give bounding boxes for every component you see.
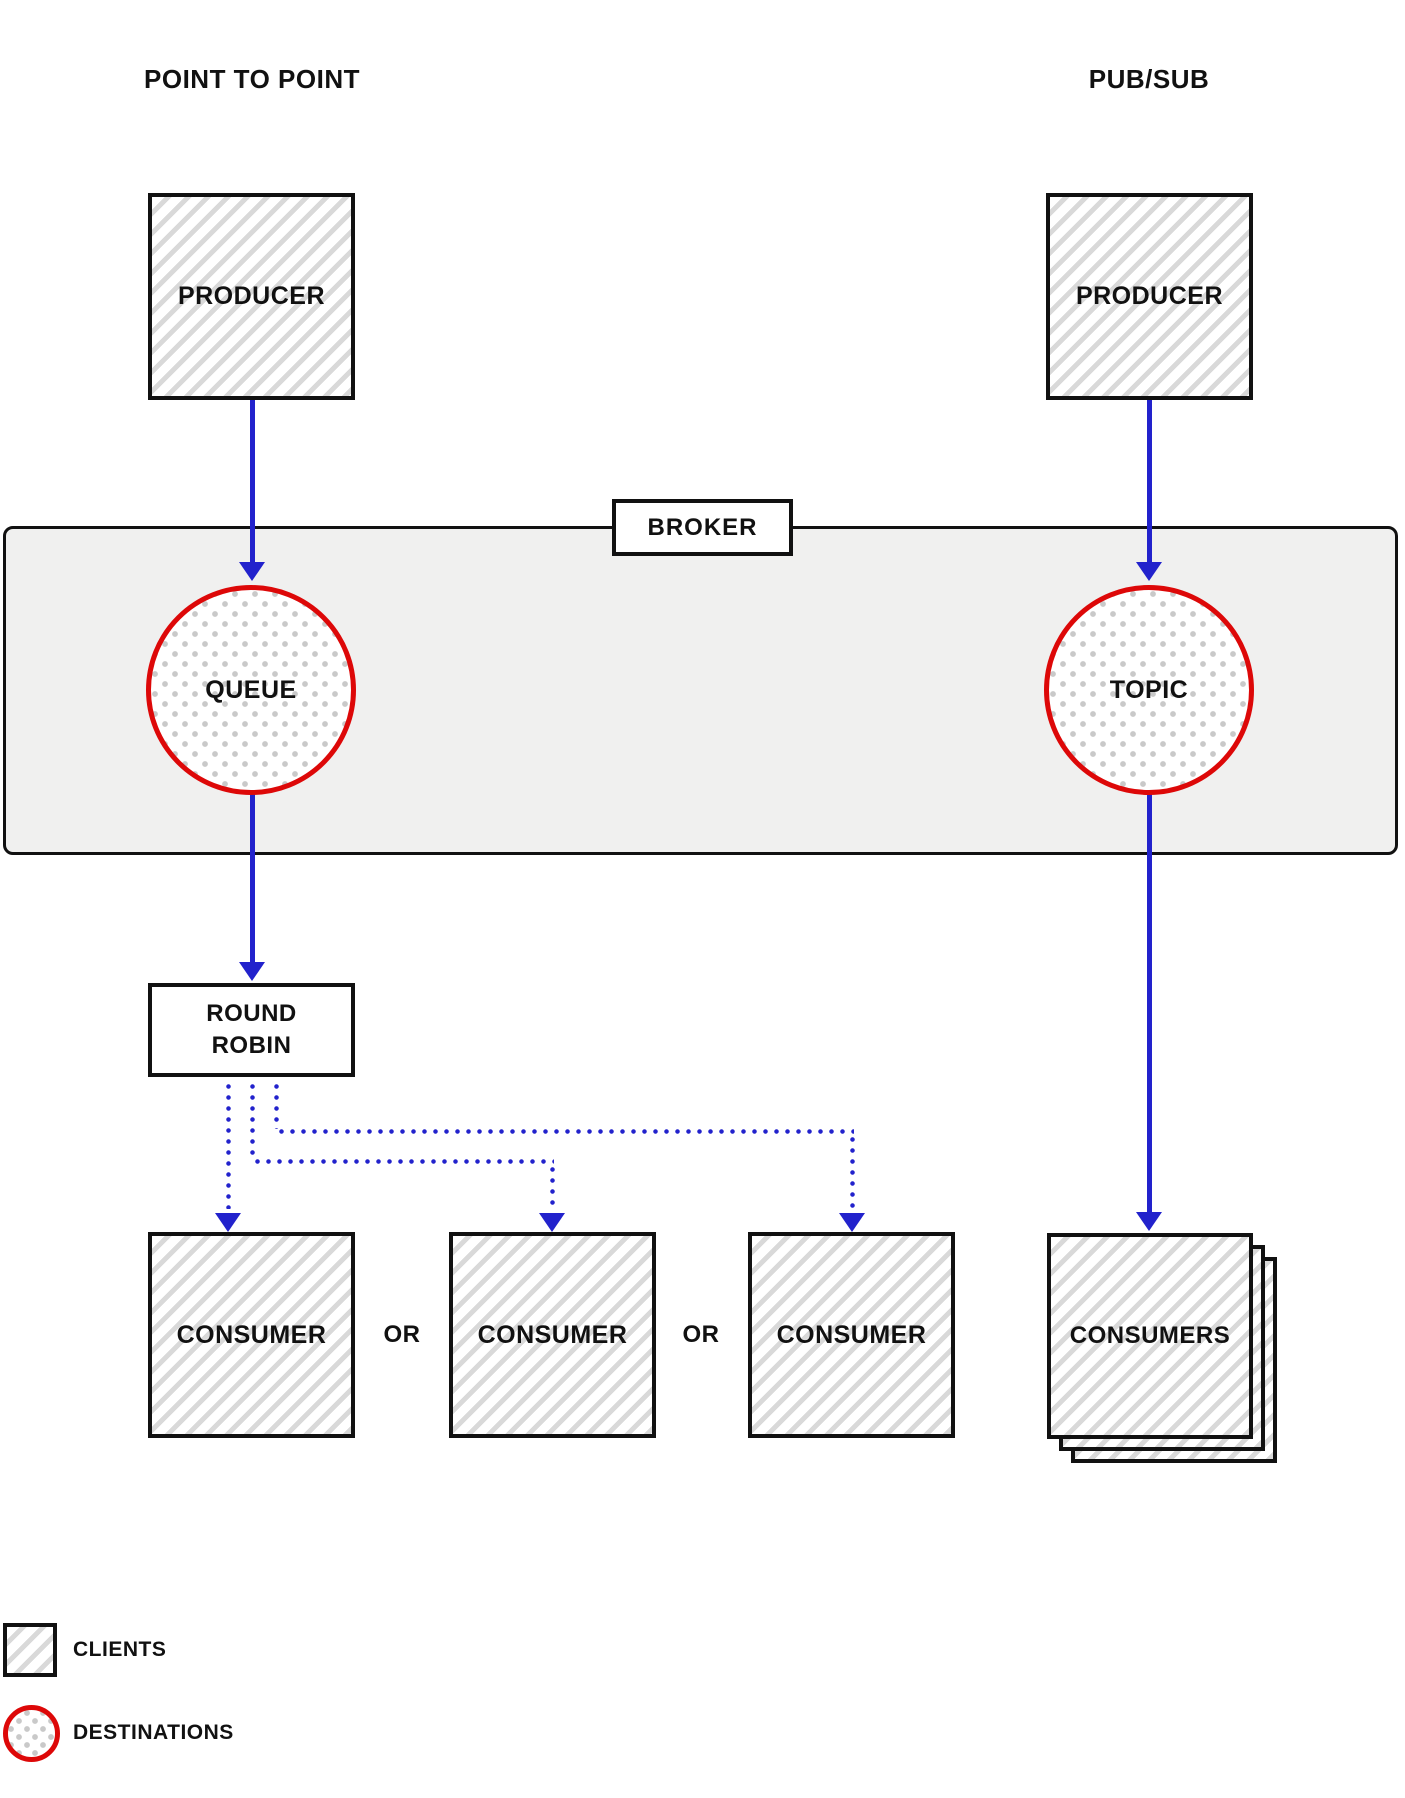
consumers-box: CONSUMERS [1047,1233,1253,1439]
consumer-box-1: CONSUMER [148,1232,355,1438]
arrow-producer-to-queue-line [250,400,255,563]
producer-label: PRODUCER [1075,282,1224,310]
dotted-arrow-to-consumer-3-run [276,1129,854,1134]
consumer-label: CONSUMER [776,1320,927,1349]
arrow-topic-to-consumers-line [1147,793,1152,1213]
or-label-2: OR [682,1321,720,1348]
arrow-queue-to-round-robin-line [250,793,255,963]
hatched-square-icon [3,1623,57,1677]
queue-circle: QUEUE [146,585,356,795]
section-title-pub-sub: PUB/SUB [1088,64,1210,94]
or-label-1: OR [383,1321,421,1348]
queue-label: QUEUE [205,675,297,704]
dotted-arrow-to-consumer-2-drop [250,1081,255,1159]
consumers-label: CONSUMERS [1069,1322,1231,1349]
arrow-producer-to-queue-head [239,562,265,581]
consumer-label: CONSUMER [176,1320,327,1349]
arrow-producer-to-topic-line [1147,400,1152,563]
section-title-point-to-point: POINT TO POINT [144,64,360,94]
consumer-label: CONSUMER [477,1320,628,1349]
legend-clients-label: CLIENTS [73,1638,167,1661]
dotted-arrow-to-consumer-3-drop [274,1081,279,1129]
dotted-arrow-to-consumer-2-run [252,1159,554,1164]
arrow-queue-to-round-robin-head [239,962,265,981]
round-robin-label: ROUND ROBIN [206,999,297,1059]
dotted-arrow-to-consumer-2-head [539,1213,565,1232]
producer-box-p2p: PRODUCER [148,193,355,400]
consumer-box-2: CONSUMER [449,1232,656,1438]
producer-box-pubsub: PRODUCER [1046,193,1253,400]
broker-label-box: BROKER [612,499,793,556]
dotted-arrow-to-consumer-3-head [839,1213,865,1232]
dotted-arrow-to-consumer-2-line [550,1164,555,1211]
consumer-box-3: CONSUMER [748,1232,955,1438]
dotted-arrow-to-consumer-1-head [215,1213,241,1232]
dotted-arrow-to-consumer-1-line [226,1081,231,1209]
topic-label: TOPIC [1109,675,1189,704]
broker-label: BROKER [647,513,758,541]
producer-label: PRODUCER [177,282,326,310]
dotted-circle-icon [3,1705,60,1762]
arrow-producer-to-topic-head [1136,562,1162,581]
topic-circle: TOPIC [1044,585,1254,795]
arrow-topic-to-consumers-head [1136,1212,1162,1231]
round-robin-box: ROUND ROBIN [148,983,355,1077]
dotted-arrow-to-consumer-3-line [850,1134,855,1211]
legend-destinations-label: DESTINATIONS [73,1721,234,1744]
